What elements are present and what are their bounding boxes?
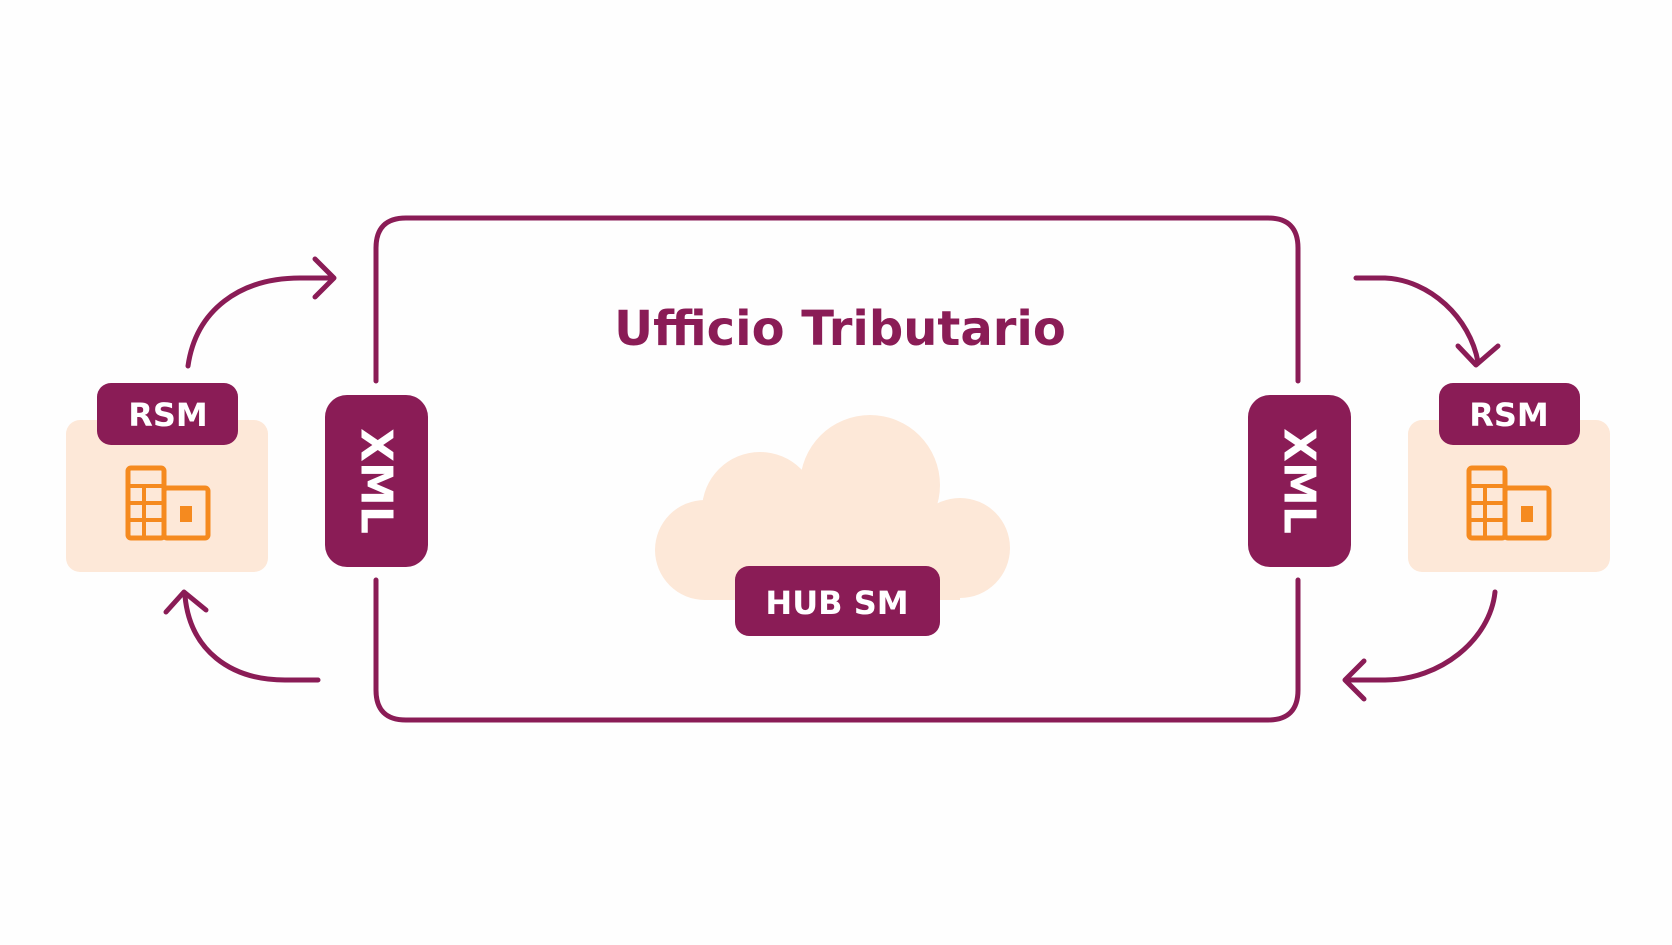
rsm-node-right: RSM (1408, 383, 1610, 572)
cloud-shape (655, 415, 1010, 600)
arrow-left-up-head (312, 256, 337, 300)
arrow-left-up (185, 275, 333, 369)
hub-sm-badge: HUB SM (735, 566, 940, 636)
xml-connector-right-label: XML (1274, 428, 1325, 534)
arrow-right-down (1353, 275, 1481, 365)
arrow-right-down-head (1455, 343, 1501, 368)
ufficio-frame (373, 215, 1301, 723)
flow-arrows (163, 256, 1501, 702)
rsm-node-left-label: RSM (128, 396, 208, 434)
rsm-node-left: RSM (66, 383, 268, 572)
arrow-right-up (1345, 589, 1498, 683)
arrow-left-down (182, 593, 321, 683)
arrow-left-down-head (163, 589, 209, 615)
arrow-right-up-head (1342, 658, 1367, 702)
xml-connector-left: XML (325, 395, 428, 567)
xml-connector-right: XML (1248, 395, 1351, 567)
rsm-node-right-label: RSM (1469, 396, 1549, 434)
frame-bottom-segment (373, 577, 1301, 723)
hub-sm-label: HUB SM (765, 584, 908, 622)
diagram-title: Ufficio Tributario (614, 301, 1066, 357)
xml-connector-left-label: XML (351, 428, 402, 534)
frame-top-segment (373, 215, 1301, 384)
